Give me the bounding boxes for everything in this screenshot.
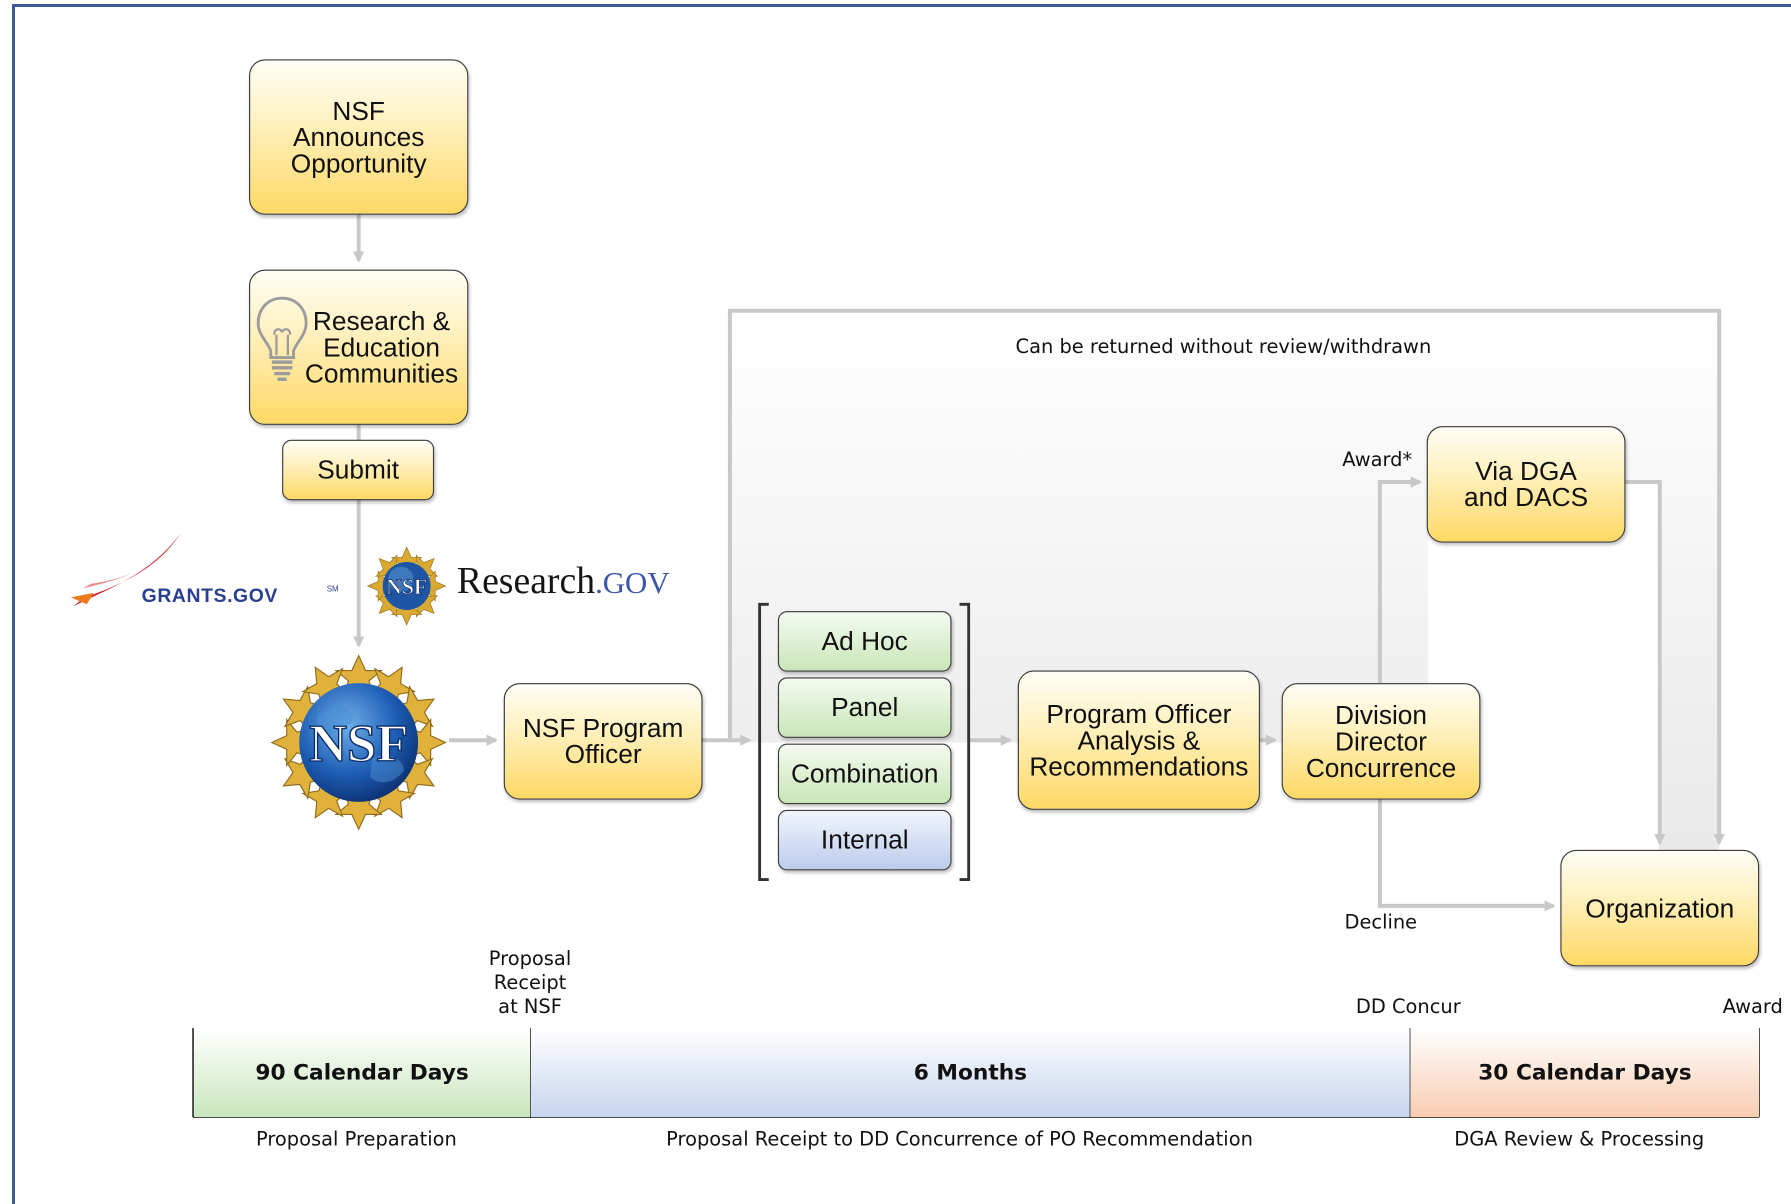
timeline-segment-review-label: 6 Months (913, 1060, 1028, 1086)
nsf-seal-small-icon: NSF (366, 546, 447, 626)
arrow-review-return (727, 308, 1725, 846)
program-officer-label: NSF Program Officer (522, 712, 684, 769)
arrow-award-branch (1377, 476, 1423, 684)
submit-label: Submit (317, 454, 400, 485)
program-officer-box: NSF Program Officer (503, 683, 703, 800)
award-branch-label: Award* (1342, 448, 1413, 472)
grants-gov-service-mark: SM (326, 585, 339, 594)
nsf-announces-box: NSF Announces Opportunity (249, 59, 469, 215)
marker-dd-concur: DD Concur (1355, 996, 1461, 1019)
grants-gov-logo: GRANTS.GOV SM (69, 531, 355, 617)
marker-award: Award (1722, 996, 1783, 1019)
arrow-dga-to-org (1625, 480, 1666, 846)
review-panel-label: Panel (831, 692, 899, 722)
po-analysis-label: Program Officer Analysis & Recommendatio… (1029, 698, 1249, 781)
organization-label: Organization (1585, 892, 1735, 923)
review-ad-hoc-label: Ad Hoc (821, 625, 908, 656)
review-ad-hoc-box: Ad Hoc (777, 611, 952, 672)
decline-branch-label: Decline (1344, 911, 1418, 935)
review-combination-label: Combination (790, 758, 939, 789)
timeline-segment-preparation: 90 Calendar Days (194, 1028, 531, 1118)
timeline-segment-preparation-label: 90 Calendar Days (255, 1060, 469, 1086)
po-analysis-box: Program Officer Analysis & Recommendatio… (1017, 670, 1260, 810)
lightbulb-icon (256, 296, 308, 381)
arrow-decline-branch (1377, 799, 1556, 912)
review-internal-box: Internal (777, 809, 952, 871)
timeline-segment-review: 6 Months (531, 1028, 1410, 1118)
review-internal-label: Internal (820, 824, 909, 855)
research-gov-logo: NSF Research.GOV (363, 543, 694, 632)
caption-preparation: Proposal Preparation (256, 1128, 457, 1152)
diagram-frame (12, 4, 1791, 1204)
timeline-segment-dga-label: 30 Calendar Days (1478, 1060, 1692, 1086)
caption-review: Proposal Receipt to DD Concurrence of PO… (666, 1128, 1253, 1152)
research-gov-wordmark: Research.GOV (456, 560, 670, 602)
grants-gov-wordmark: GRANTS.GOV (141, 584, 278, 607)
via-dga-label: Via DGA and DACS (1464, 455, 1589, 512)
nsf-announces-label: NSF Announces Opportunity (290, 95, 427, 178)
via-dga-box: Via DGA and DACS (1426, 426, 1626, 543)
communities-label: Research & Education Communities (304, 305, 459, 388)
submit-box: Submit (282, 439, 435, 501)
grants-swoosh-icon (70, 533, 181, 607)
nsf-seal-small-text: NSF (386, 575, 427, 599)
returned-label: Can be returned without review/withdrawn (1015, 335, 1432, 359)
review-combination-box: Combination (777, 743, 952, 805)
marker-proposal-receipt: Proposal Receipt at NSF (488, 948, 572, 1019)
nsf-logo-icon: NSF (271, 654, 447, 830)
dd-concurrence-label: Division Director Concurrence (1305, 699, 1457, 782)
communities-box: Research & Education Communities (249, 269, 469, 425)
nsf-logo-text: NSF (309, 715, 408, 773)
dd-concurrence-box: Division Director Concurrence (1281, 683, 1481, 800)
review-bracket (758, 602, 971, 881)
caption-dga: DGA Review & Processing (1454, 1128, 1705, 1152)
review-panel-box: Panel (777, 677, 952, 738)
timeline-segment-dga: 30 Calendar Days (1410, 1028, 1760, 1118)
organization-box: Organization (1560, 849, 1760, 967)
